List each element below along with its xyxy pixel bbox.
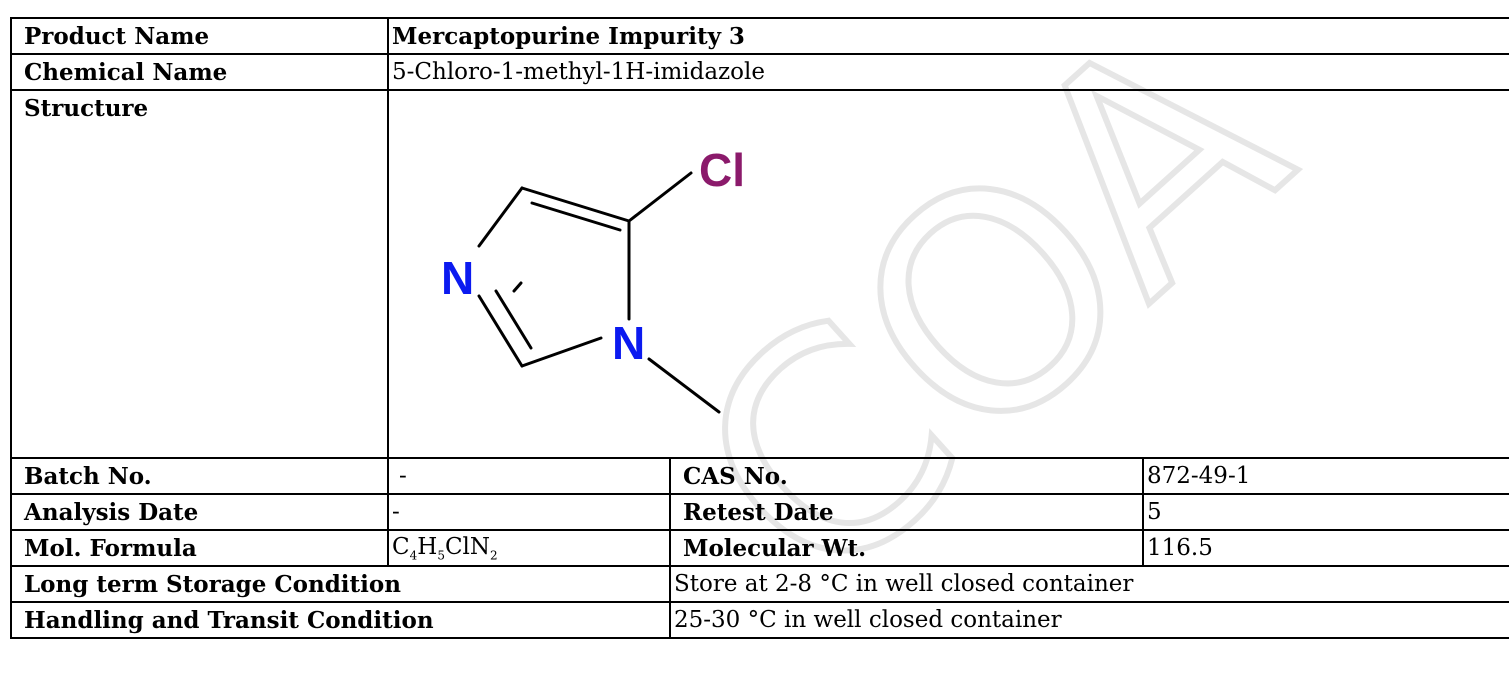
storage-label: Long term Storage Condition	[10, 565, 671, 603]
analysis-date-label: Analysis Date	[10, 493, 389, 531]
row-handling: Handling and Transit Condition 25-30 °C …	[10, 601, 1509, 639]
product-name-value: Mercaptopurine Impurity 3	[386, 17, 1509, 55]
structure-label: Structure	[10, 89, 389, 459]
chemical-name-value: 5-Chloro-1-methyl-1H-imidazole	[386, 53, 1509, 91]
cas-no-value: 872-49-1	[1141, 457, 1509, 495]
product-name-label: Product Name	[10, 17, 389, 55]
row-chemical-name: Chemical Name 5-Chloro-1-methyl-1H-imida…	[10, 53, 1509, 91]
nitrogen-atom-label-1: N	[612, 317, 645, 369]
row-batch-cas: Batch No. - CAS No. 872-49-1	[10, 457, 1509, 495]
imidazole-structure-drawing: Cl N N	[441, 144, 745, 414]
mol-formula-label: Mol. Formula	[10, 529, 389, 567]
row-formula-weight: Mol. Formula C4H5ClN2 Molecular Wt. 116.…	[10, 529, 1509, 567]
storage-value: Store at 2-8 °C in well closed container	[668, 565, 1509, 603]
handling-label: Handling and Transit Condition	[10, 601, 671, 639]
row-structure: Structure Cl N N	[10, 89, 1509, 459]
product-spec-table: Product Name Mercaptopurine Impurity 3 C…	[10, 17, 1509, 639]
row-analysis-retest: Analysis Date - Retest Date 5	[10, 493, 1509, 531]
retest-date-label: Retest Date	[669, 493, 1144, 531]
nitrogen-atom-label-3: N	[441, 252, 474, 304]
cas-no-label: CAS No.	[669, 457, 1144, 495]
analysis-date-value: -	[387, 493, 671, 531]
molecular-wt-value: 116.5	[1141, 529, 1509, 567]
molecular-wt-label: Molecular Wt.	[669, 529, 1144, 567]
row-product-name: Product Name Mercaptopurine Impurity 3	[10, 17, 1509, 55]
chlorine-atom-label: Cl	[699, 144, 745, 196]
retest-date-value: 5	[1141, 493, 1509, 531]
row-storage: Long term Storage Condition Store at 2-8…	[10, 565, 1509, 603]
chemical-name-label: Chemical Name	[10, 53, 389, 91]
batch-no-value: -	[387, 457, 671, 495]
batch-no-label: Batch No.	[10, 457, 389, 495]
structure-image: Cl N N	[386, 89, 1509, 459]
mol-formula-value: C4H5ClN2	[387, 529, 671, 567]
handling-value: 25-30 °C in well closed container	[668, 601, 1509, 639]
